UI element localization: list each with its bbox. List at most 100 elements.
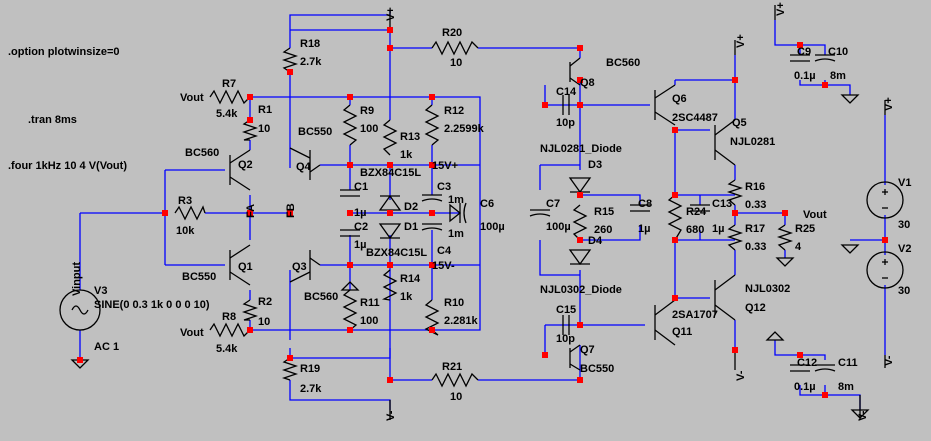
r25-symbol (776, 224, 794, 251)
directive-plotwinsize: .option plotwinsize=0 (8, 46, 120, 58)
value-c2: 1µ (354, 239, 366, 251)
c10-symbol (814, 54, 836, 62)
d1-symbol (378, 223, 402, 240)
net-vminus-q: V- (735, 370, 747, 381)
label-r17: R17 (745, 223, 765, 235)
value-r21: 10 (450, 391, 462, 403)
label-c15: C15 (556, 304, 576, 316)
label-r2: R2 (258, 296, 272, 308)
net-vout-r7: Vout (180, 92, 204, 104)
c4-symbol (421, 223, 443, 231)
label-q11: Q11 (672, 326, 692, 338)
value-c15: 10p (556, 333, 575, 345)
net-vplus-top: V+ (385, 7, 397, 21)
value-r1: 10 (258, 123, 270, 135)
q3-symbol (289, 250, 321, 283)
value-r8: 5.4k (216, 343, 238, 355)
ac-v3: AC 1 (94, 341, 119, 353)
v3-symbol (59, 289, 101, 331)
label-c6: C6 (480, 198, 494, 210)
label-r9: R9 (360, 105, 374, 117)
r2-symbol (241, 299, 259, 321)
q8-symbol (569, 57, 581, 86)
c8-symbol (630, 204, 650, 212)
label-q5: Q5 (732, 117, 747, 129)
label-c8: C8 (638, 198, 652, 210)
q1-symbol (229, 244, 251, 286)
label-d2: D2 (404, 201, 418, 213)
label-q3: Q3 (292, 261, 307, 273)
label-r21: R21 (442, 361, 462, 373)
q5-symbol (714, 119, 736, 166)
model-q11: 2SA1707 (672, 309, 718, 321)
value-c11: 8m (838, 381, 854, 393)
net-15v-plus: 15V+ (432, 160, 458, 172)
net-vminus-bottom: V- (385, 410, 397, 421)
r3-symbol (174, 205, 206, 221)
q2-symbol (229, 149, 251, 191)
v1-symbol (866, 181, 904, 219)
ground-symbol (765, 331, 785, 341)
value-c14: 10p (556, 117, 575, 129)
label-d3: D3 (588, 159, 602, 171)
label-q6: Q6 (672, 93, 687, 105)
value-r17: 0.33 (745, 241, 766, 253)
r21-symbol (431, 372, 479, 388)
net-vinput: Vinput (71, 262, 83, 296)
label-r12: R12 (444, 105, 464, 117)
buffer-symbol (449, 203, 462, 223)
value-r25: 4 (795, 241, 802, 253)
net-vminus-c11: V- (857, 410, 869, 421)
r11-symbol (342, 289, 358, 331)
model-d4: NJL0302_Diode (540, 284, 622, 296)
c2-symbol (340, 229, 360, 237)
value-c6: 100µ (480, 221, 505, 233)
label-zener-top: BZX84C15L (360, 167, 421, 179)
ground-symbol (840, 244, 860, 254)
r17-symbol (726, 224, 744, 251)
label-c12: C12 (797, 357, 817, 369)
c12-symbol (790, 364, 810, 372)
label-c1: C1 (354, 181, 368, 193)
label-r1: R1 (258, 104, 272, 116)
r15-symbol (572, 204, 588, 241)
q4-symbol (289, 147, 321, 180)
label-r3: R3 (178, 195, 192, 207)
model-q12: NJL0302 (745, 283, 790, 295)
c12-c13-symbol (690, 204, 710, 212)
model-q5: NJL0281 (730, 136, 775, 148)
q7-symbol (569, 344, 581, 371)
value-r7: 5.4k (216, 108, 238, 120)
q12-symbol (714, 274, 736, 321)
value-v1: 30 (898, 219, 910, 231)
net-vplus-v1: V+ (883, 97, 895, 111)
r16-symbol (726, 179, 744, 206)
value-r13: 1k (400, 149, 413, 161)
net-vout-out: Vout (803, 209, 827, 221)
r10-symbol (424, 299, 440, 336)
r24-symbol (667, 194, 683, 241)
directive-four: .four 1kHz 10 4 V(Vout) (8, 160, 127, 172)
net-fa: FA (245, 204, 257, 218)
value-r24: 680 (686, 224, 704, 236)
value-r3: 10k (176, 225, 195, 237)
value-r2: 10 (258, 316, 270, 328)
d3-symbol (568, 177, 592, 194)
label-c3: C3 (437, 181, 451, 193)
label-r8: R8 (222, 311, 236, 323)
value-r10: 2.281k (444, 315, 479, 327)
value-r19: 2.7k (300, 383, 322, 395)
label-r16: R16 (745, 181, 765, 193)
label-r11: R11 (360, 297, 380, 309)
value-r18: 2.7k (300, 56, 322, 68)
value-r12: 2.2599k (444, 123, 485, 135)
ground-symbol (775, 257, 795, 267)
ground-symbol (840, 94, 860, 104)
q6-symbol (654, 84, 676, 126)
net-vout-r8: Vout (180, 327, 204, 339)
c15-symbol (562, 315, 570, 335)
net-vplus-q: V+ (735, 34, 747, 48)
model-q1: BC550 (182, 271, 216, 283)
